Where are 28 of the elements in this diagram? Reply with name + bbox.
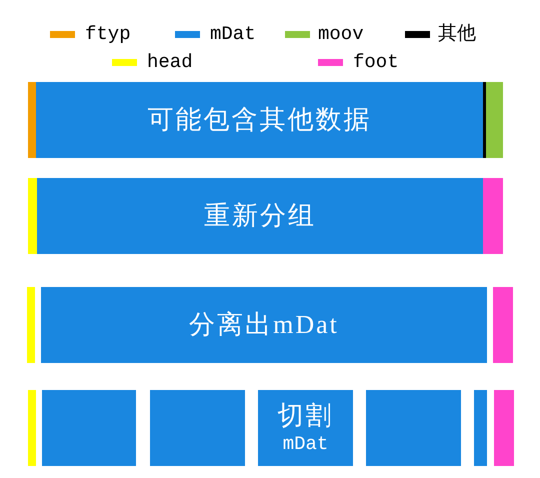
bar-label: mDat [282,432,328,456]
segment-bar [493,287,513,363]
legend-label: 其他 [438,23,476,45]
legend-label: moov [318,23,364,45]
segment-bar [41,287,487,363]
segment-bar [28,178,37,254]
segment-bar [27,287,35,363]
segment-bar [150,390,245,466]
segment-bar [474,390,487,466]
bar-label: 切割 [278,400,334,432]
segment-bar [483,178,503,254]
bar-label: 可能包含其他数据 [148,104,372,136]
legend-label: ftyp [85,23,131,45]
segment-bar [37,178,483,254]
legend-label: head [147,51,193,73]
segment-bar [483,82,486,158]
segment-bar [42,390,136,466]
segment-bar [494,390,514,466]
bar-label: 重新分组 [204,200,316,232]
legend-label: foot [353,51,399,73]
segment-bar [366,390,461,466]
legend-label: mDat [210,23,256,45]
segment-bar [36,82,483,158]
bar-label: 分离出mDat [189,309,339,341]
segment-bar [486,82,503,158]
segment-bar [28,390,36,466]
segment-bar [258,390,353,466]
segment-bar [28,82,36,158]
